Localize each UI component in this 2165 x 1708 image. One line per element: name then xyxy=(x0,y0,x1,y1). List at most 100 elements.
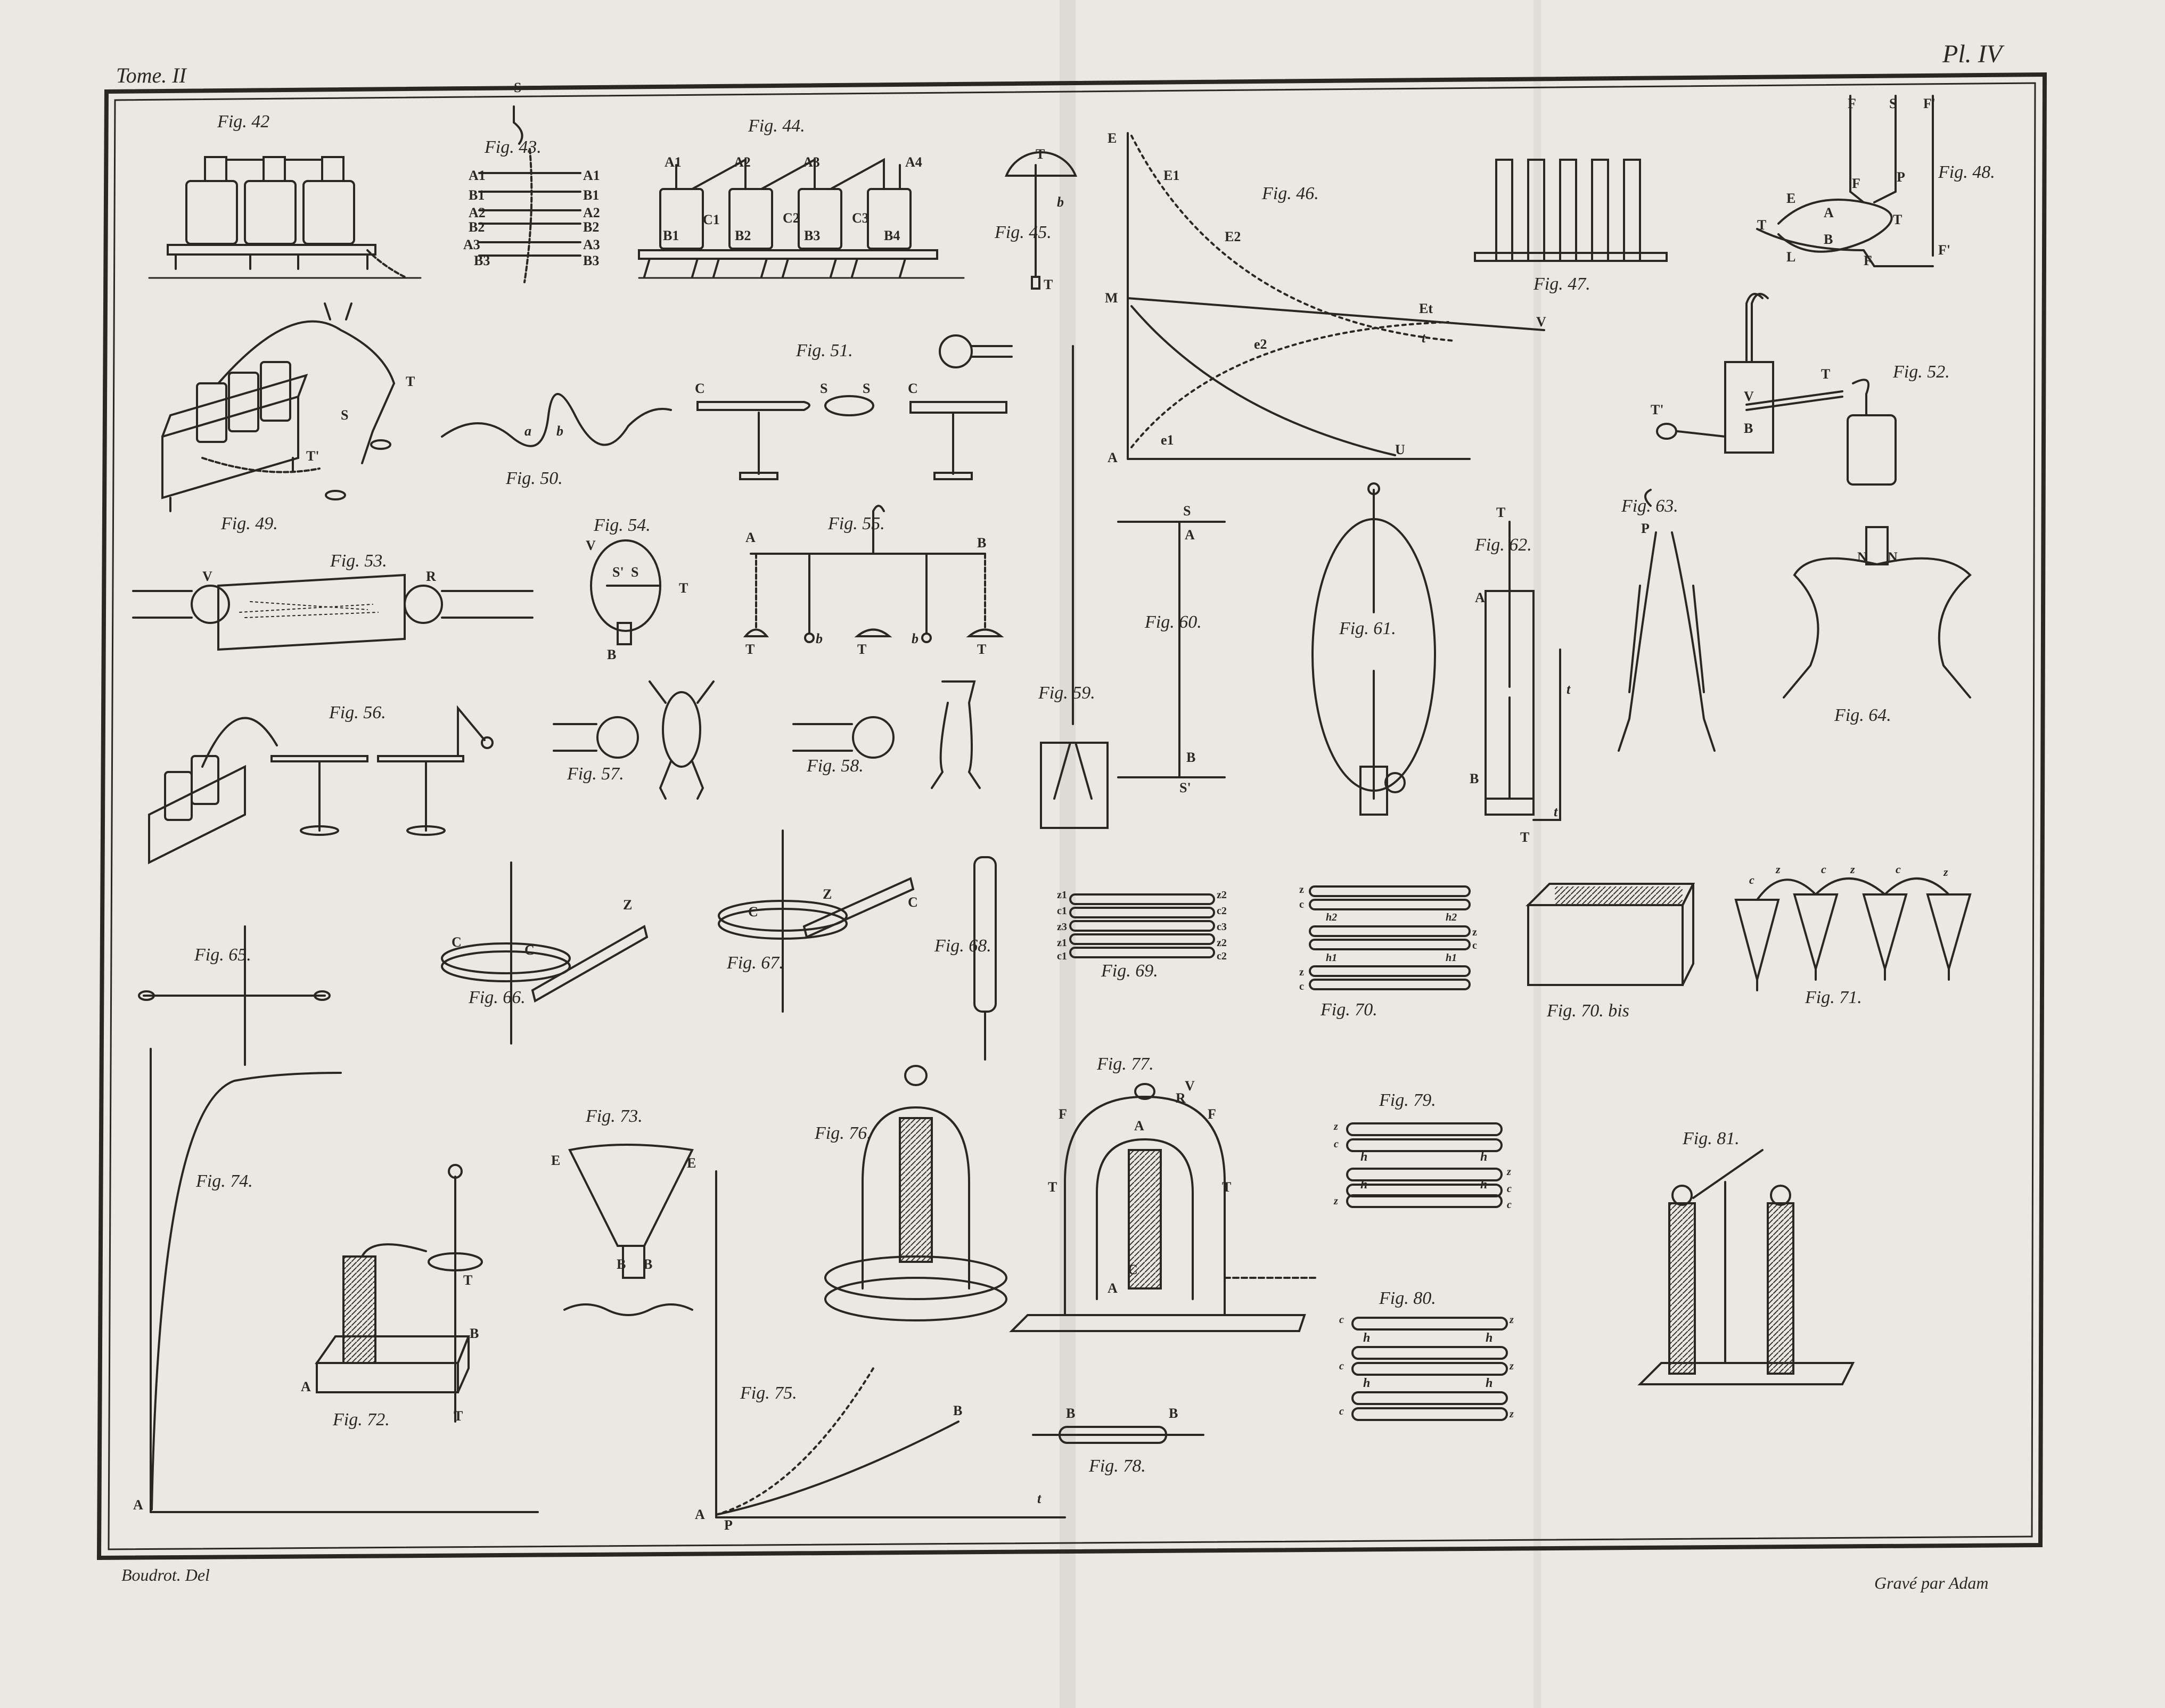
fig43-letter: B1 xyxy=(583,187,600,203)
fig79-letter: z xyxy=(1507,1166,1511,1178)
fig43-letter: A1 xyxy=(469,168,486,183)
fig80-letter: z xyxy=(1510,1408,1514,1420)
fig-caption: Fig. 45. xyxy=(995,223,1052,242)
fig43-letter: A3 xyxy=(583,237,600,252)
fig43-letter: B3 xyxy=(583,253,600,268)
fig64-frog-legs-drawing xyxy=(1783,526,1972,699)
fig71-cups-drawing xyxy=(1734,877,1972,991)
fig63-letter: P xyxy=(1641,521,1650,536)
fig70-letter: c xyxy=(1299,981,1304,992)
fig66-disc-drawing xyxy=(441,861,649,1045)
fig54-ring-drawing xyxy=(590,539,661,645)
fig69-letter: c2 xyxy=(1217,905,1227,917)
fig74-graph-drawing xyxy=(150,1048,539,1513)
fig-caption: Fig. 72. xyxy=(333,1410,390,1430)
fig44-jars-drawing xyxy=(638,158,965,279)
fig-caption: Fig. 64. xyxy=(1834,705,1891,725)
fig55-letter: T xyxy=(977,642,987,657)
fig-caption: Fig. 62. xyxy=(1475,535,1532,555)
plate-border-inner xyxy=(108,82,2036,1550)
fig51-table-drawing xyxy=(696,334,1013,480)
fig78-tube-drawing xyxy=(1032,1426,1204,1444)
fig46-letter: E xyxy=(1108,130,1117,146)
fig79-letter: c xyxy=(1507,1183,1512,1195)
fig67-disc-drawing xyxy=(718,830,915,1013)
fig44-letter: A4 xyxy=(905,154,922,170)
fig77-letter: R xyxy=(1176,1090,1186,1106)
fig69-letter: c1 xyxy=(1057,905,1067,917)
fig58-frog-legs-drawing xyxy=(792,680,981,789)
fig-caption: Fig. 53. xyxy=(330,551,387,571)
fig-caption: Fig. 56. xyxy=(329,703,386,722)
page-edge xyxy=(1533,0,1541,1708)
fig71-letter: z xyxy=(1776,863,1781,876)
fig67-letter: C xyxy=(908,894,918,910)
fig57-frog-drawing xyxy=(553,680,715,800)
fig76-bell-jar-drawing xyxy=(824,1065,1007,1321)
engraver-credit: Gravé par Adam xyxy=(1874,1573,1989,1592)
fig62-letter: T xyxy=(1496,505,1506,520)
fig71-letter: c xyxy=(1821,863,1826,876)
fig70bis-trough-drawing xyxy=(1526,883,1695,986)
fig79-letter: c xyxy=(1507,1199,1512,1211)
fig50-letter: b xyxy=(556,423,563,439)
fig-caption: Fig. 42 xyxy=(217,112,270,132)
fig70-letter: h1 xyxy=(1326,952,1338,964)
fig-caption: Fig. 68. xyxy=(934,936,991,956)
fig71-letter: c xyxy=(1749,873,1754,886)
fig-caption: Fig. 76. xyxy=(815,1123,872,1143)
fig43-letter: B2 xyxy=(583,219,600,235)
fig46-letter: V xyxy=(1536,314,1546,330)
fig-caption: Fig. 44. xyxy=(748,116,805,136)
fig79-letter: h xyxy=(1480,1178,1488,1192)
fig69-letter: z3 xyxy=(1057,921,1067,933)
fig44-letter: A2 xyxy=(734,154,751,170)
volume-label: Tome. II xyxy=(116,63,186,87)
fig72-letter: T xyxy=(454,1408,463,1424)
fig77-letter: F xyxy=(1208,1106,1216,1122)
fig72-letter: B xyxy=(470,1326,479,1341)
fig71-letter: z xyxy=(1943,865,1948,878)
fig54-letter: T xyxy=(679,580,688,596)
fig46-letter: M xyxy=(1105,290,1118,306)
fig-caption: Fig. 51. xyxy=(796,341,853,360)
fig80-letter: c xyxy=(1339,1406,1344,1417)
fig60-letter: S' xyxy=(1179,780,1191,795)
fig73-letter: E xyxy=(687,1155,696,1171)
fig75-letter: t xyxy=(1037,1491,1042,1506)
fig-caption: Fig. 70. xyxy=(1321,1000,1377,1020)
fig46-letter: E1 xyxy=(1163,168,1180,183)
fig79-letter: h xyxy=(1360,1178,1368,1192)
fig77-letter: C xyxy=(1128,1262,1138,1277)
fig80-plates-drawing xyxy=(1351,1317,1508,1421)
fig43-letter: B1 xyxy=(469,187,485,203)
fig46-letter: U xyxy=(1395,442,1405,457)
fig-caption: Fig. 63. xyxy=(1621,496,1678,516)
fig55-letter: b xyxy=(816,631,823,646)
fig53-letter: V xyxy=(202,569,212,584)
fig69-letter: z2 xyxy=(1217,889,1227,901)
fig62-letter: A xyxy=(1475,590,1485,605)
fig60-letter: A xyxy=(1185,527,1195,543)
fig50-letter: a xyxy=(524,423,531,439)
fig77-letter: T xyxy=(1222,1179,1232,1195)
fig70-letter: z xyxy=(1299,884,1304,896)
fig80-letter: z xyxy=(1510,1360,1514,1372)
fig44-letter: A3 xyxy=(803,154,820,170)
fig52-letter: T' xyxy=(1651,402,1664,417)
fig63-frog-legs-drawing xyxy=(1618,489,1716,752)
fig60-letter: S xyxy=(1183,503,1191,519)
fig49-letter: T xyxy=(406,374,415,389)
fig48-letter: P xyxy=(1897,169,1905,185)
draftsman-credit: Boudrot. Del xyxy=(121,1565,210,1584)
fig71-letter: c xyxy=(1896,863,1901,876)
fig44-letter: C1 xyxy=(703,212,720,227)
fig64-letter: N xyxy=(1888,549,1898,565)
fig54-letter: S' xyxy=(612,564,624,580)
fig77-letter: A xyxy=(1108,1280,1118,1296)
fig48-letter: F' xyxy=(1923,96,1936,111)
plate-border-outer xyxy=(96,72,2047,1561)
fig-caption: Fig. 46. xyxy=(1262,184,1319,203)
fig69-letter: c2 xyxy=(1217,950,1227,962)
